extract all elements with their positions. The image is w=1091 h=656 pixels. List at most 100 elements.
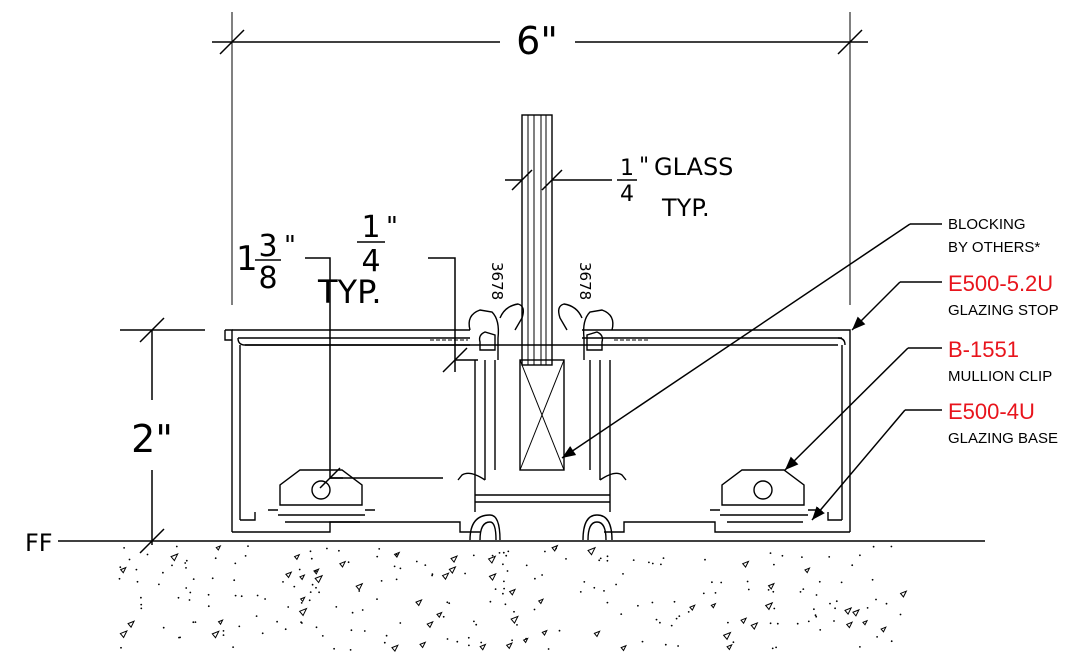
hatch-dot [687, 611, 690, 613]
hatch-dot [506, 570, 509, 572]
hatch-dot [189, 591, 192, 594]
hatch-dot [293, 585, 296, 588]
hatch-dot [773, 607, 776, 610]
hatch-dot [358, 590, 361, 592]
blocking-line1: BLOCKING [948, 216, 1026, 233]
quarter-typ-dimension: 1 4 " TYP. [317, 210, 478, 373]
hatch-dot [828, 556, 831, 558]
hatch-dot [363, 630, 366, 632]
hatch-dot [637, 604, 639, 607]
hatch-dot [670, 624, 673, 627]
hatch-dot [651, 601, 654, 604]
hatch-triangle [285, 571, 293, 579]
hatch-dot [192, 621, 195, 624]
hatch-dot [383, 641, 386, 644]
hatch-dot [361, 609, 364, 611]
hatch-triangle [862, 619, 869, 626]
hatch-dot [240, 595, 243, 598]
hatch-triangle [510, 615, 519, 625]
hatch-dot [146, 553, 149, 556]
hatch-dot [464, 572, 466, 575]
hatch-triangle [508, 588, 517, 596]
hatch-dot [747, 588, 750, 591]
hatch-dot [378, 548, 381, 550]
hatch-dot [648, 561, 650, 564]
hatch-dot [300, 602, 303, 604]
height-label: 2" [131, 417, 173, 461]
hatch-dot [859, 646, 861, 648]
callout-blocking: BLOCKING BY OTHERS* [561, 216, 1040, 459]
hatch-dot [424, 564, 427, 566]
hatch-dot [890, 545, 893, 548]
one-three-eighths-whole: 1 [236, 239, 258, 279]
hatch-dot [284, 628, 287, 631]
hatch-dot [502, 592, 504, 595]
hatch-triangle [215, 545, 222, 551]
hatch-triangle [852, 608, 860, 617]
hatch-triangle [505, 642, 513, 650]
hatch-triangle [899, 590, 908, 598]
hatch-dot [579, 591, 582, 593]
mullion-clip-left [268, 469, 375, 523]
overall-width-dimension: 6" [212, 12, 868, 305]
glass-frac-num: 1 [620, 156, 634, 181]
hatch-dot [446, 638, 449, 640]
hatch-dot [675, 617, 678, 620]
hatch-dot [533, 608, 536, 611]
hatch-dot [714, 592, 717, 594]
glass-typ-label: TYP. [661, 194, 710, 222]
hatch-dot [194, 621, 197, 623]
hatch-dot [214, 557, 217, 560]
hatch-dot [171, 564, 173, 567]
hatch-dot [503, 580, 505, 583]
hatch-dot [162, 571, 164, 574]
hatch-triangle [391, 644, 399, 653]
hatch-dot [815, 594, 818, 596]
hatch-triangle [436, 611, 443, 619]
hatch-dot [234, 562, 237, 565]
hatch-dot [238, 625, 241, 628]
hatch-dot [207, 605, 210, 608]
hatch-dot [347, 561, 350, 564]
hatch-dot [622, 573, 624, 575]
hatch-dot [544, 550, 546, 553]
hatch-triangle [741, 560, 750, 569]
hatch-dot [188, 599, 191, 601]
hatch-dot [140, 596, 142, 599]
hatch-dot [746, 580, 749, 583]
hatch-dot [261, 632, 264, 635]
hatch-triangle [127, 620, 136, 629]
hatch-dot [516, 624, 518, 626]
hatch-dot [494, 588, 497, 590]
hatch-dot [415, 560, 418, 563]
hatch-dot [525, 564, 528, 567]
hatch-dot [321, 635, 324, 637]
hatch-dot [702, 592, 705, 595]
hatch-dot [593, 586, 596, 589]
hatch-dot [834, 607, 836, 610]
glazing-base-part: E500-4U [948, 399, 1035, 424]
hatch-dot [308, 599, 311, 602]
hatch-dot [818, 580, 821, 583]
hatch-dot [207, 593, 210, 596]
hatch-dot [534, 577, 536, 580]
hatch-dot [802, 588, 805, 590]
hatch-triangle [710, 602, 717, 609]
quarter-typ-label: TYP. [317, 273, 382, 311]
hatch-dot [309, 550, 312, 553]
hatch-triangle [551, 544, 559, 552]
hatch-dot [120, 646, 122, 649]
hatch-dot [678, 615, 681, 617]
hatch-dot [175, 545, 178, 548]
hatch-triangle [488, 572, 497, 582]
hatch-dot [507, 550, 510, 553]
hatch-dot [598, 559, 601, 562]
mullion-clip-desc: MULLION CLIP [948, 368, 1052, 385]
hatch-triangle [750, 622, 759, 630]
hatch-dot [399, 567, 402, 570]
hatch-dot [673, 600, 676, 603]
hatch-dot [136, 580, 139, 583]
hatch-dot [727, 621, 729, 624]
hatch-dot [801, 556, 803, 558]
